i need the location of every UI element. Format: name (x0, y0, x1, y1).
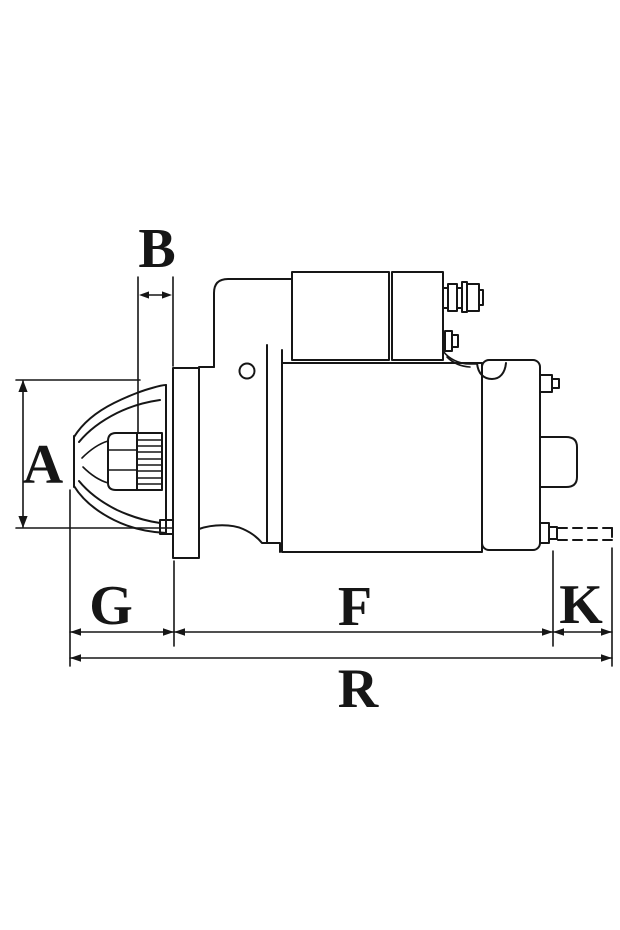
drive-end-housing (73, 384, 174, 535)
end-cap-bolt-head (539, 374, 553, 393)
dim-b-arrow-right (162, 291, 172, 299)
nose-inner-bottom-contour (78, 480, 161, 524)
solenoid-rear-section (391, 271, 444, 361)
dimension-label-g: G (89, 575, 133, 637)
nose-inner-top-contour (78, 399, 161, 443)
pinion-gear-teeth-hatching (136, 439, 163, 485)
dim-b-arrow-left (139, 291, 149, 299)
bracket-curve-lower (446, 356, 471, 368)
hub-to-tip-upper (81, 440, 109, 459)
dimension-a: A (15, 379, 173, 529)
rear-end-cap (442, 350, 613, 551)
solenoid-terminal-lower (444, 330, 459, 352)
hub-to-tip-lower (82, 466, 109, 484)
dimension-label-k: K (559, 574, 603, 636)
nose-outer-top-contour (73, 384, 167, 438)
solenoid (291, 271, 484, 361)
housing-underside-saddle (198, 524, 281, 553)
dimension-r-line (69, 654, 613, 662)
dimension-b: B (137, 218, 176, 434)
through-bolt-stud (539, 522, 550, 544)
pinion-gear-body (136, 432, 163, 491)
dimension-g-f-k-line (69, 628, 613, 636)
housing-hole (238, 362, 256, 380)
bracket-curve-upper (442, 350, 478, 365)
pinion-hub (107, 432, 138, 491)
front-housing (198, 278, 293, 553)
dimension-label-f: F (338, 576, 372, 638)
end-cap-body (481, 359, 541, 551)
dim-a-arrow-up (18, 380, 28, 392)
hidden-bolt-dashed-line (557, 527, 613, 541)
nose-outer-bottom-contour (73, 485, 167, 534)
solenoid-terminal-upper (442, 281, 484, 313)
end-cap-clip-tongue (476, 362, 507, 380)
dimension-label-b: B (138, 218, 175, 280)
dimension-label-r: R (338, 658, 379, 720)
raised-housing-top (213, 278, 293, 368)
dimension-label-a: A (23, 434, 64, 496)
through-bolt-stud-tip (548, 526, 558, 540)
pinion-gear (136, 432, 163, 491)
end-cap-bolt-tip (551, 378, 560, 389)
motor-yoke-body (281, 362, 483, 553)
dim-a-arrow-down (18, 516, 28, 528)
bearing-boss (539, 436, 578, 488)
dimension-bottom-group: G F K R (69, 489, 613, 720)
solenoid-front-section (291, 271, 390, 361)
mounting-flange (172, 367, 200, 559)
